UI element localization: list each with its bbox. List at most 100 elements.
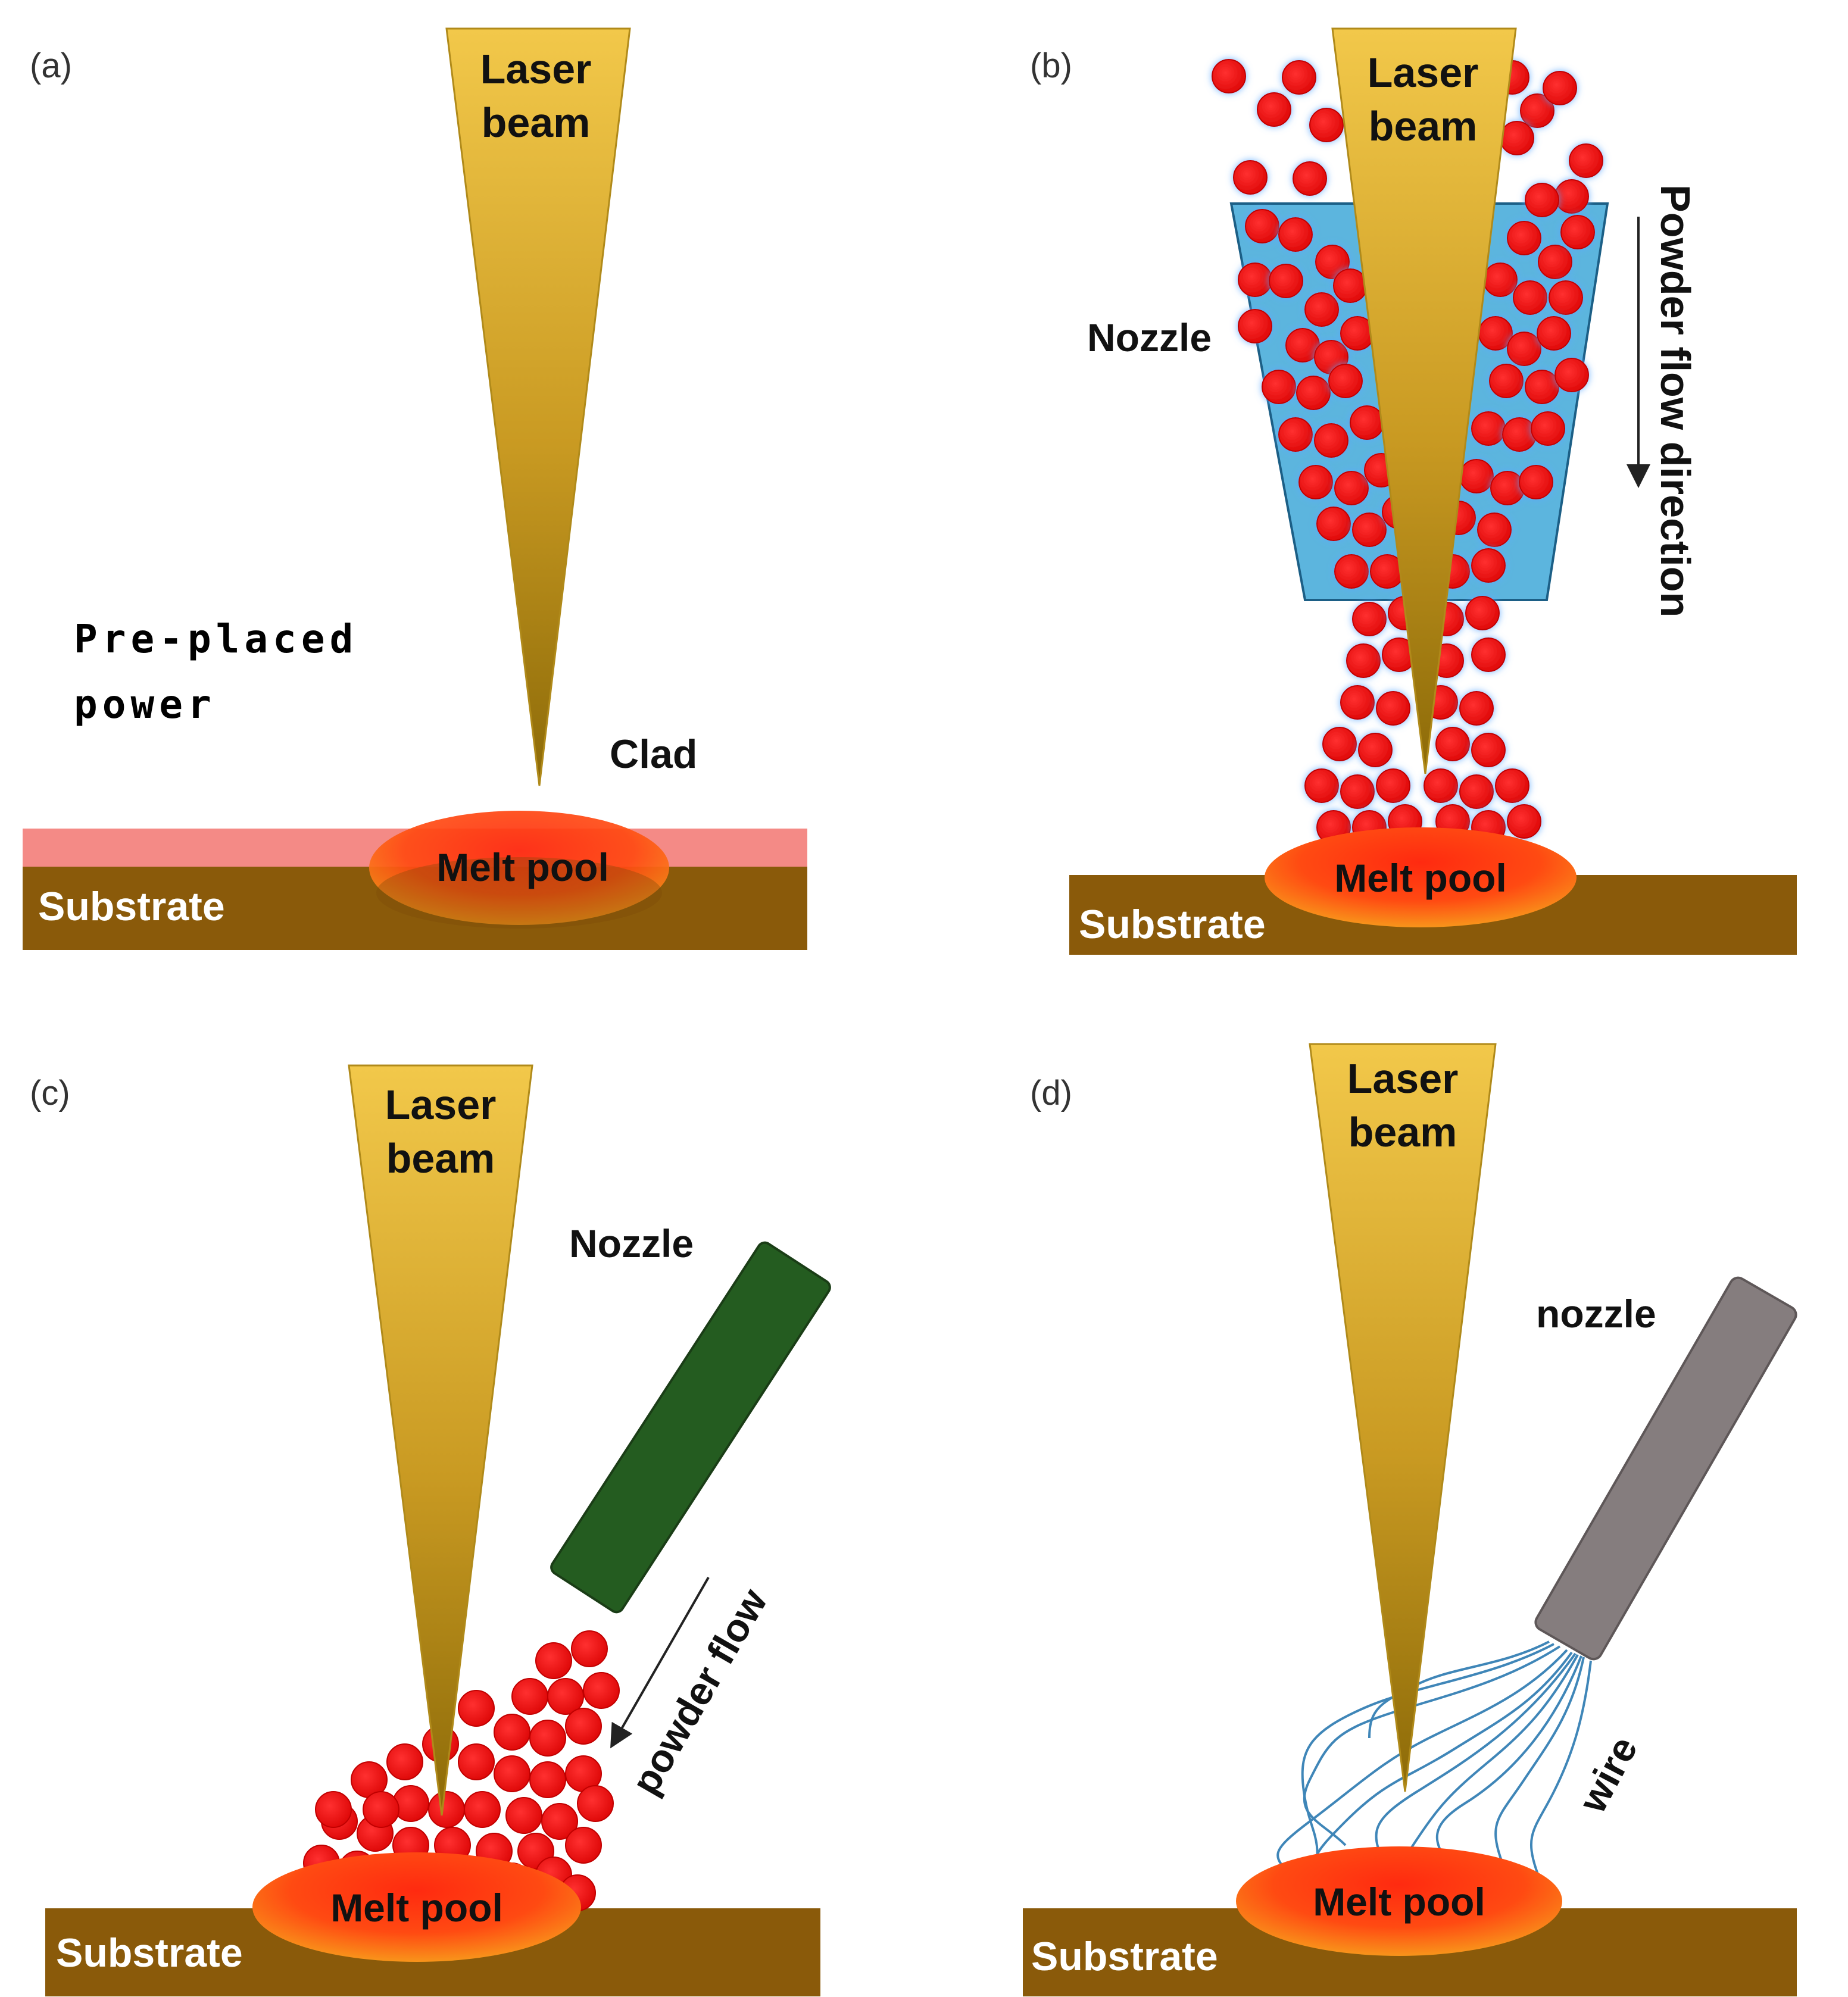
powder-particle [1238, 309, 1272, 343]
powder-particle [1316, 507, 1351, 541]
wire-strand [1375, 1652, 1577, 1870]
powder-particle [529, 1761, 566, 1798]
beam-label-a-2: beam [482, 99, 591, 146]
powder-particle [1358, 733, 1393, 767]
laser-beam-d [1309, 1043, 1497, 1792]
powder-particle [1304, 768, 1339, 803]
powder-particle [1309, 108, 1344, 142]
powder-particle [1376, 691, 1410, 726]
nozzle-label-c: Nozzle [569, 1221, 694, 1265]
powder-particle [1328, 364, 1363, 398]
powder-particle [1478, 316, 1513, 351]
melt-pool-label-a: Melt pool [436, 845, 609, 889]
powder-particle [1483, 262, 1518, 297]
powder-particle [1500, 121, 1534, 155]
beam-label-b-2: beam [1369, 103, 1478, 149]
melt-pool-label-b: Melt pool [1334, 856, 1507, 900]
powder-particle [1531, 411, 1565, 446]
powder-particle [541, 1803, 578, 1840]
wire-strand [1368, 1640, 1550, 1739]
powder-particle [1459, 691, 1494, 726]
wire-strand [1303, 1645, 1561, 1846]
clad-label: Clad [610, 732, 697, 777]
powder-particle [1554, 358, 1589, 392]
powder-particle [577, 1785, 614, 1822]
substrate-label-d: Substrate [1031, 1934, 1218, 1979]
panel-a: (a) Laser beam Pre-placed power Clad Mel… [23, 27, 807, 950]
powder-particle [1322, 727, 1357, 761]
wire-label-d: wire [1570, 1729, 1646, 1820]
beam-label-c-2: beam [386, 1135, 495, 1182]
powder-particle [1278, 217, 1313, 252]
wire-strand [1301, 1643, 1554, 1876]
powder-particle [494, 1755, 530, 1792]
powder-particle [1245, 209, 1279, 243]
powder-particle [1525, 370, 1559, 404]
laser-beam-a [445, 27, 631, 786]
powder-particle [428, 1791, 465, 1828]
beam-label-a-1: Laser [480, 46, 592, 92]
beam-label-d-1: Laser [1347, 1055, 1459, 1102]
powder-particle [1519, 465, 1553, 499]
panel-d-tag: (d) [1030, 1074, 1072, 1112]
powder-particle [565, 1827, 602, 1864]
powder-particle [1507, 332, 1541, 366]
powder-particles-b [1212, 59, 1603, 845]
powder-particle [1352, 512, 1387, 547]
melt-pool-c [252, 1852, 581, 1962]
powder-particle [505, 1797, 542, 1834]
powder-particle [1376, 768, 1410, 803]
powder-particle [1315, 245, 1350, 279]
powder-particle [1502, 417, 1537, 452]
powder-particle [1543, 71, 1577, 105]
powder-particle [1520, 93, 1554, 128]
powder-particle [1507, 221, 1541, 255]
powder-particle [1560, 215, 1595, 249]
powder-particle [1340, 774, 1375, 809]
powder-particle [1471, 733, 1506, 767]
powder-particle [1424, 768, 1458, 803]
beam-label-d-2: beam [1348, 1109, 1457, 1155]
melt-pool-b [1265, 827, 1577, 927]
powder-particle [1471, 548, 1506, 583]
powder-particle [1525, 183, 1559, 217]
powder-particle [1333, 268, 1368, 303]
powder-particle [1537, 316, 1571, 351]
substrate-label-c: Substrate [56, 1930, 243, 1976]
powder-particle [1269, 264, 1303, 298]
melt-pool-a [369, 811, 669, 925]
powder-particle [1298, 465, 1333, 499]
powder-particle [511, 1678, 548, 1715]
powder-particle [1465, 596, 1500, 630]
wire-strand [1276, 1649, 1568, 1888]
powder-particle [464, 1791, 501, 1828]
beam-label-b-1: Laser [1368, 49, 1479, 96]
powder-particle [1459, 459, 1494, 493]
preplaced-label-2: power [74, 682, 216, 727]
powder-particle [1513, 280, 1547, 315]
nozzle-label-d: nozzle [1536, 1292, 1656, 1336]
powder-flow-label-b: Powder flow direction [1652, 185, 1699, 617]
powder-particle [571, 1630, 608, 1667]
powder-particle [1495, 768, 1529, 803]
powder-particle [1538, 245, 1572, 279]
powder-particle [1350, 405, 1384, 440]
powder-particle [1352, 602, 1387, 636]
powder-flow-arrow-c [610, 1577, 710, 1749]
powder-particle [1489, 364, 1524, 398]
powder-particle [458, 1690, 495, 1727]
powder-particle [1471, 637, 1506, 672]
powder-particle [386, 1743, 423, 1780]
melt-pool-a-shadow [376, 857, 662, 929]
side-nozzle [550, 1241, 831, 1614]
powder-particle [1334, 471, 1369, 505]
powder-particle [1304, 292, 1339, 327]
powder-particle [1257, 92, 1291, 127]
powder-particle [1262, 370, 1296, 404]
powder-particle [547, 1678, 584, 1715]
powder-particle [583, 1672, 620, 1709]
panel-b-tag: (b) [1030, 46, 1072, 85]
powder-particle [1293, 161, 1327, 196]
powder-particle [1471, 411, 1506, 446]
powder-particle [1549, 280, 1583, 315]
